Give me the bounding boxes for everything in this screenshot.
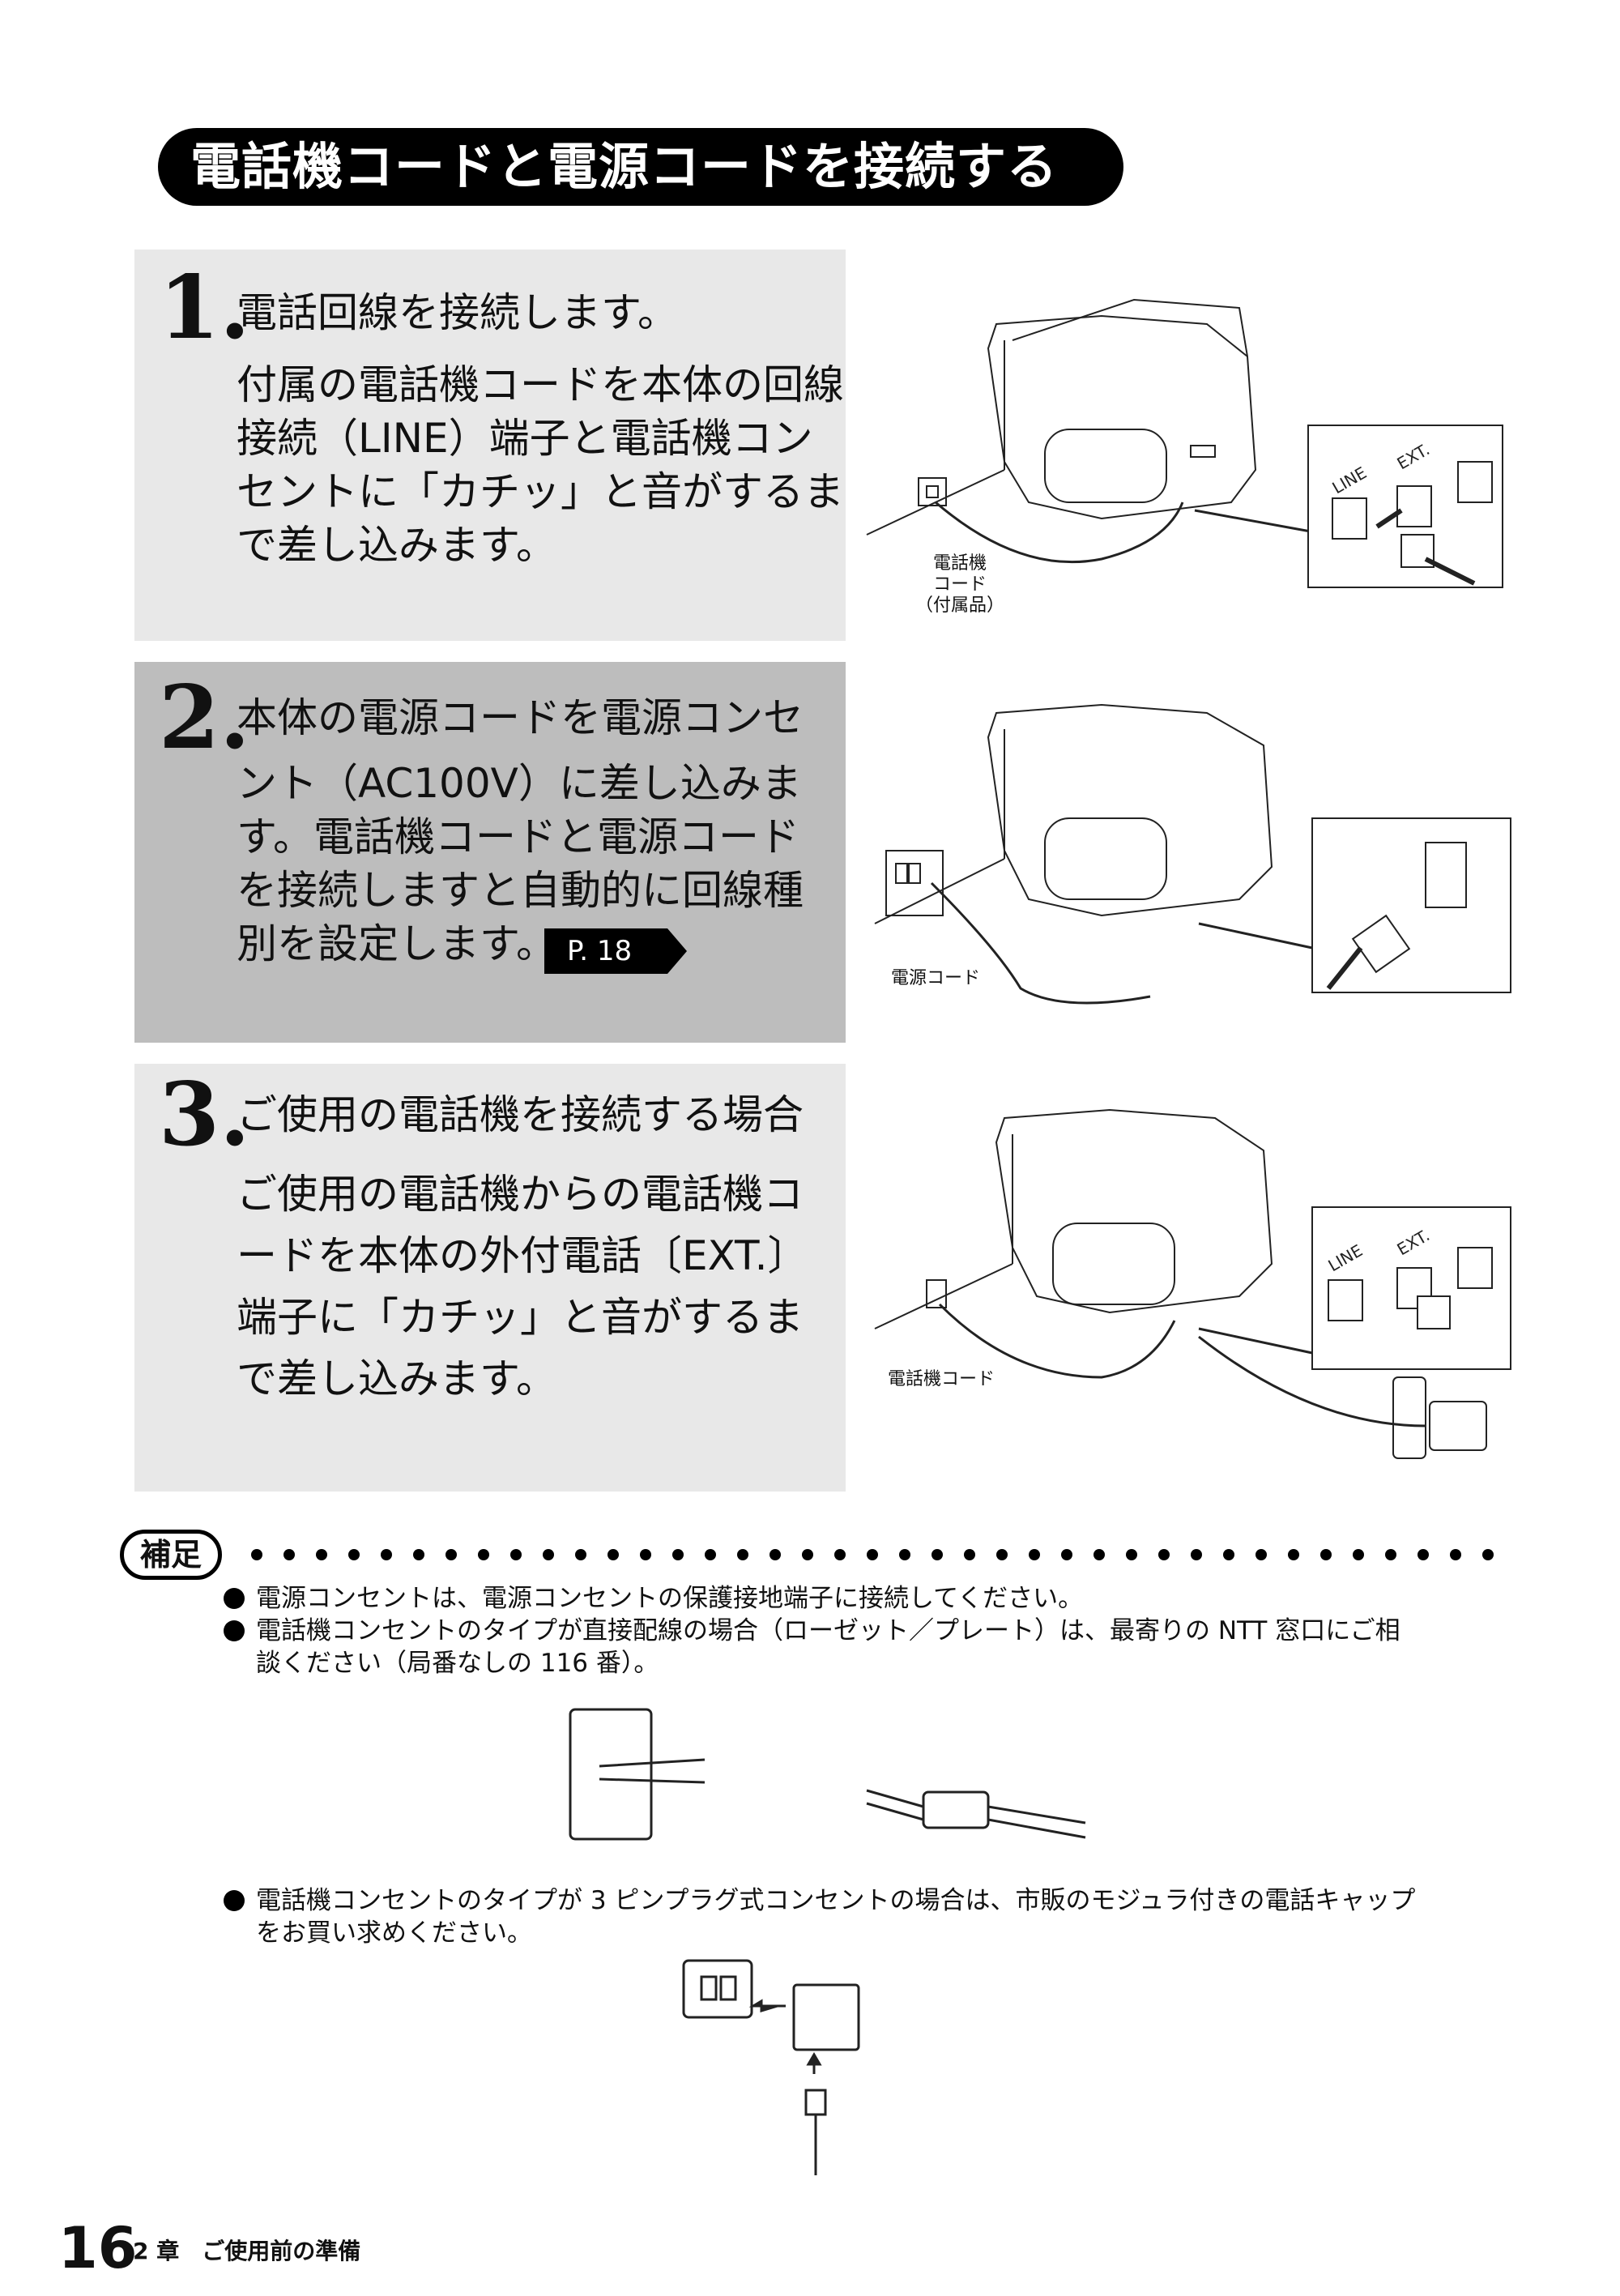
- step-3-illustration: LINE EXT.: [874, 1108, 1511, 1459]
- step-3-callout: 電話機コード: [888, 1369, 995, 1389]
- page-ref-arrow: [544, 928, 687, 974]
- step-3-panel: [134, 1064, 846, 1492]
- note-bullet: [224, 1620, 245, 1641]
- step-3-body: ご使用の電話機からの電話機コードを本体の外付電話〔EXT.〕端子に「カチッ」と音…: [237, 1171, 808, 1402]
- page-title: 電話機コードと電源コードを接続する: [190, 137, 1059, 196]
- step-1-panel: [134, 250, 846, 641]
- note-bullet: [224, 1588, 245, 1609]
- note-3-cont: をお買い求めください。: [256, 1918, 532, 1948]
- note-1: 電源コンセントは、電源コンセントの保護接地端子に接続してください。: [256, 1584, 1084, 1613]
- note-2-cont: 談ください（局番なしの 116 番）。: [256, 1649, 659, 1678]
- step-3-number: 3.: [159, 1064, 250, 1166]
- note-bullet: [224, 1890, 245, 1911]
- chapter-label: 2 章 ご使用前の準備: [133, 2238, 361, 2264]
- note-2: 電話機コンセントのタイプが直接配線の場合（ローゼット／プレート）は、最寄りの N…: [256, 1616, 1400, 1645]
- step-1-number: 1.: [159, 257, 250, 359]
- step-2-illustration: [874, 703, 1511, 1005]
- dotted-divider: [251, 1549, 1494, 1560]
- phone-cap-illustration: [682, 1959, 860, 2175]
- step-2-panel: [134, 662, 846, 1043]
- step-2-body: ント（AC100V）に差し込みます。電話機コードと電源コードを接続しますと自動的…: [237, 760, 804, 967]
- step-1-body: 付属の電話機コードを本体の回線接続（LINE）端子と電話機コンセントに「カチッ」…: [237, 361, 844, 569]
- page-ref-label[interactable]: P. 18: [567, 935, 633, 967]
- supplement-badge: 補足: [120, 1530, 222, 1580]
- step-2-callout: 電源コード: [891, 968, 981, 988]
- step-1-heading: 電話回線を接続します。: [237, 289, 678, 336]
- step-1-illustration: LINE EXT.: [866, 298, 1503, 588]
- rosette-plate-illustration: [569, 1708, 1086, 1841]
- step-2-heading: 本体の電源コードを電源コンセ: [237, 694, 804, 741]
- step-3-heading: ご使用の電話機を接続する場合: [237, 1091, 804, 1138]
- note-3: 電話機コンセントのタイプが 3 ピンプラグ式コンセントの場合は、市販のモジュラ付…: [256, 1886, 1416, 1915]
- page-number: 16: [58, 2215, 138, 2281]
- step-1-callout: 電話機コード（付属品）: [915, 553, 1005, 616]
- step-2-number: 2.: [159, 667, 250, 769]
- title-bar: [158, 128, 1123, 206]
